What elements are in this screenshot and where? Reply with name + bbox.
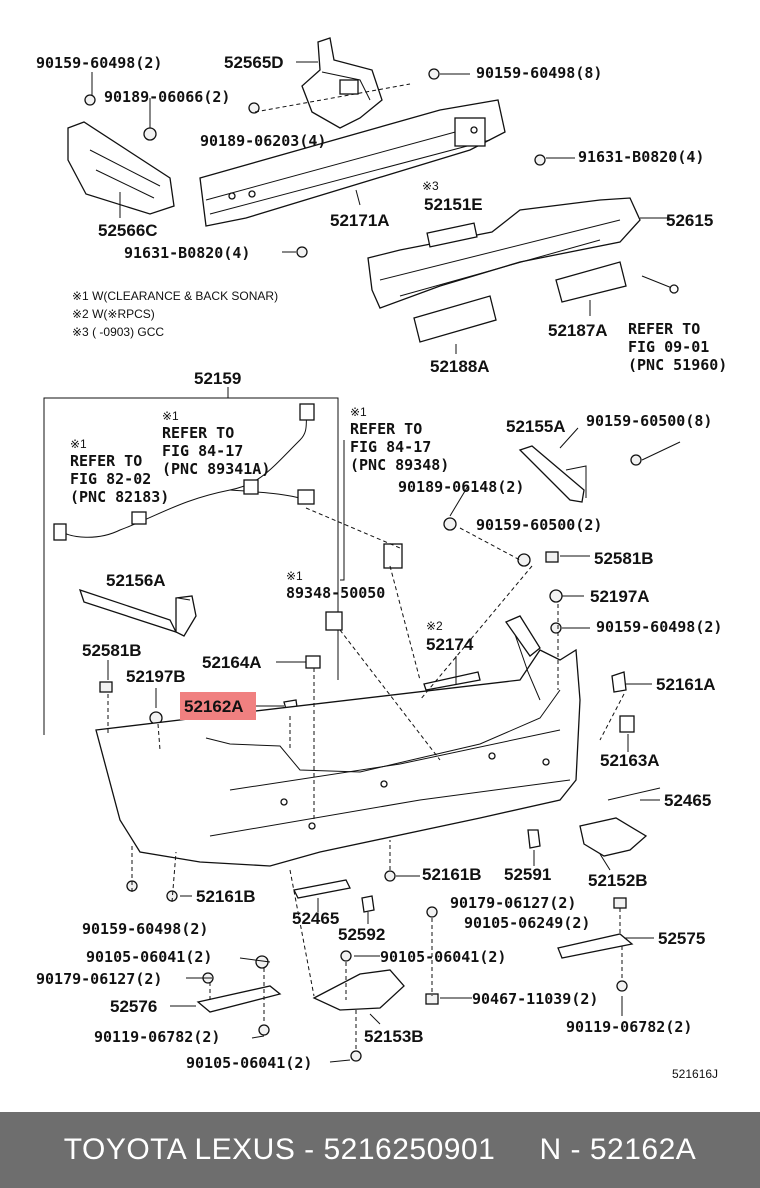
- guide-lines: [107, 507, 625, 1050]
- fastener-icons-top: [84, 68, 546, 258]
- label-90159-60498-tl: 90159-60498(2): [36, 54, 162, 72]
- label-52161A: 52161A: [656, 675, 716, 694]
- label-52576: 52576: [110, 997, 157, 1016]
- leader-lines-bottom: [107, 427, 681, 1063]
- label-52161B-m: 52161B: [422, 865, 482, 884]
- label-52197A: 52197A: [590, 587, 650, 606]
- footer-text: TOYOTA LEXUS - 5216250901 N - 52162A: [63, 1133, 697, 1166]
- label-52152B: 52152B: [588, 871, 648, 890]
- label-91631-B0820-r: 91631-B0820(4): [578, 148, 704, 166]
- label-refer-4b: FIG 82-02: [70, 470, 151, 488]
- label-90105-06041-b: 90105-06041(2): [186, 1054, 312, 1072]
- label-mark-1c: ※1: [70, 437, 87, 451]
- label-mark-1a: ※1: [162, 409, 179, 423]
- label-52566C: 52566C: [98, 221, 158, 240]
- label-52159: 52159: [194, 369, 241, 388]
- bumper-cover: [95, 615, 581, 867]
- part-52188A: [413, 295, 497, 343]
- diagram-code: 521616J: [672, 1067, 718, 1081]
- wiring-harness-52159: [53, 403, 315, 541]
- label-90189-06148: 90189-06148(2): [398, 478, 524, 496]
- label-52575: 52575: [658, 929, 705, 948]
- note-2: ※2 W(※RPCS): [72, 307, 155, 321]
- label-90159-60500-8: 90159-60500(8): [586, 412, 712, 430]
- label-refer-3c: (PNC 89348): [350, 456, 449, 474]
- label-52592: 52592: [338, 925, 385, 944]
- notes: ※1 W(CLEARANCE & BACK SONAR) ※2 W(※RPCS)…: [72, 289, 278, 339]
- label-90179-06127-r: 90179-06127(2): [450, 894, 576, 912]
- label-90119-06782-l: 90119-06782(2): [94, 1028, 220, 1046]
- wiring-group-box: [43, 387, 339, 735]
- label-90467-11039: 90467-11039(2): [472, 990, 598, 1008]
- label-52174: 52174: [426, 635, 474, 654]
- label-mark-1b: ※1: [350, 405, 367, 419]
- label-refer-1c: (PNC 51960): [628, 356, 727, 374]
- label-90105-06041-l: 90105-06041(2): [86, 948, 212, 966]
- label-refer-2c: (PNC 89341A): [162, 460, 270, 478]
- label-52162A: 52162A: [184, 697, 244, 716]
- label-52581B-r: 52581B: [594, 549, 654, 568]
- label-52171A: 52171A: [330, 211, 390, 230]
- label-89348-50050: 89348-50050: [286, 584, 385, 602]
- part-52174: [423, 671, 481, 691]
- label-mark-1d: ※1: [286, 569, 303, 583]
- label-mark-2: ※2: [426, 619, 443, 633]
- label-refer-1b: FIG 09-01: [628, 338, 709, 356]
- label-90159-60500-2: 90159-60500(2): [476, 516, 602, 534]
- sensor-connector: [325, 543, 403, 631]
- part-labels: 90159-60498(2) 52565D 90159-60498(8) 901…: [36, 53, 727, 1081]
- label-52156A: 52156A: [106, 571, 166, 590]
- label-refer-1a: REFER TO: [628, 320, 700, 338]
- label-91631-B0820-l: 91631-B0820(4): [124, 244, 250, 262]
- note-3: ※3 ( -0903) GCC: [72, 325, 164, 339]
- label-52581B-l: 52581B: [82, 641, 142, 660]
- label-52161B-l: 52161B: [196, 887, 256, 906]
- label-90105-06249: 90105-06249(2): [464, 914, 590, 932]
- label-52151E: 52151E: [424, 195, 483, 214]
- label-refer-3b: FIG 84-17: [350, 438, 431, 456]
- clip-icons-middle: [99, 454, 642, 733]
- label-90119-06782-r: 90119-06782(2): [566, 1018, 692, 1036]
- label-refer-2b: FIG 84-17: [162, 442, 243, 460]
- highlight-box: [180, 692, 256, 720]
- part-52187A: [555, 261, 679, 303]
- label-52465-r: 52465: [664, 791, 711, 810]
- label-52153B: 52153B: [364, 1027, 424, 1046]
- label-52465-b: 52465: [292, 909, 339, 928]
- label-52197B: 52197B: [126, 667, 186, 686]
- part-52151E: [426, 222, 478, 248]
- label-52163A: 52163A: [600, 751, 660, 770]
- footer-bar: TOYOTA LEXUS - 5216250901 N - 52162A: [0, 1112, 760, 1188]
- part-52155A: [518, 445, 587, 503]
- label-90189-06066: 90189-06066(2): [104, 88, 230, 106]
- bracket-52565D: [301, 37, 383, 129]
- label-refer-3a: REFER TO: [350, 420, 422, 438]
- label-refer-4c: (PNC 82183): [70, 488, 169, 506]
- note-1: ※1 W(CLEARANCE & BACK SONAR): [72, 289, 278, 303]
- label-52188A: 52188A: [430, 357, 490, 376]
- lower-parts: [196, 787, 661, 1013]
- label-refer-2a: REFER TO: [162, 424, 234, 442]
- label-52565D: 52565D: [224, 53, 284, 72]
- bracket-52566C: [67, 121, 175, 215]
- label-90179-06127-l: 90179-06127(2): [36, 970, 162, 988]
- absorber-52615: [367, 197, 641, 309]
- label-52164A: 52164A: [202, 653, 262, 672]
- label-90159-60498-bl: 90159-60498(2): [82, 920, 208, 938]
- label-90159-60498-mr: 90159-60498(2): [596, 618, 722, 636]
- parts-diagram: ※1 W(CLEARANCE & BACK SONAR) ※2 W(※RPCS)…: [36, 37, 727, 1081]
- leader-lines-top: [91, 61, 670, 354]
- label-90189-06203: 90189-06203(4): [200, 132, 326, 150]
- label-90159-60498-tr: 90159-60498(8): [476, 64, 602, 82]
- label-refer-4a: REFER TO: [70, 452, 142, 470]
- label-52155A: 52155A: [506, 417, 566, 436]
- label-52615: 52615: [666, 211, 713, 230]
- label-52591: 52591: [504, 865, 551, 884]
- label-mark-3: ※3: [422, 179, 439, 193]
- label-90105-06041-m: 90105-06041(2): [380, 948, 506, 966]
- label-52187A: 52187A: [548, 321, 608, 340]
- part-52156A: [78, 588, 197, 637]
- reinforcement-52171A: [199, 99, 506, 227]
